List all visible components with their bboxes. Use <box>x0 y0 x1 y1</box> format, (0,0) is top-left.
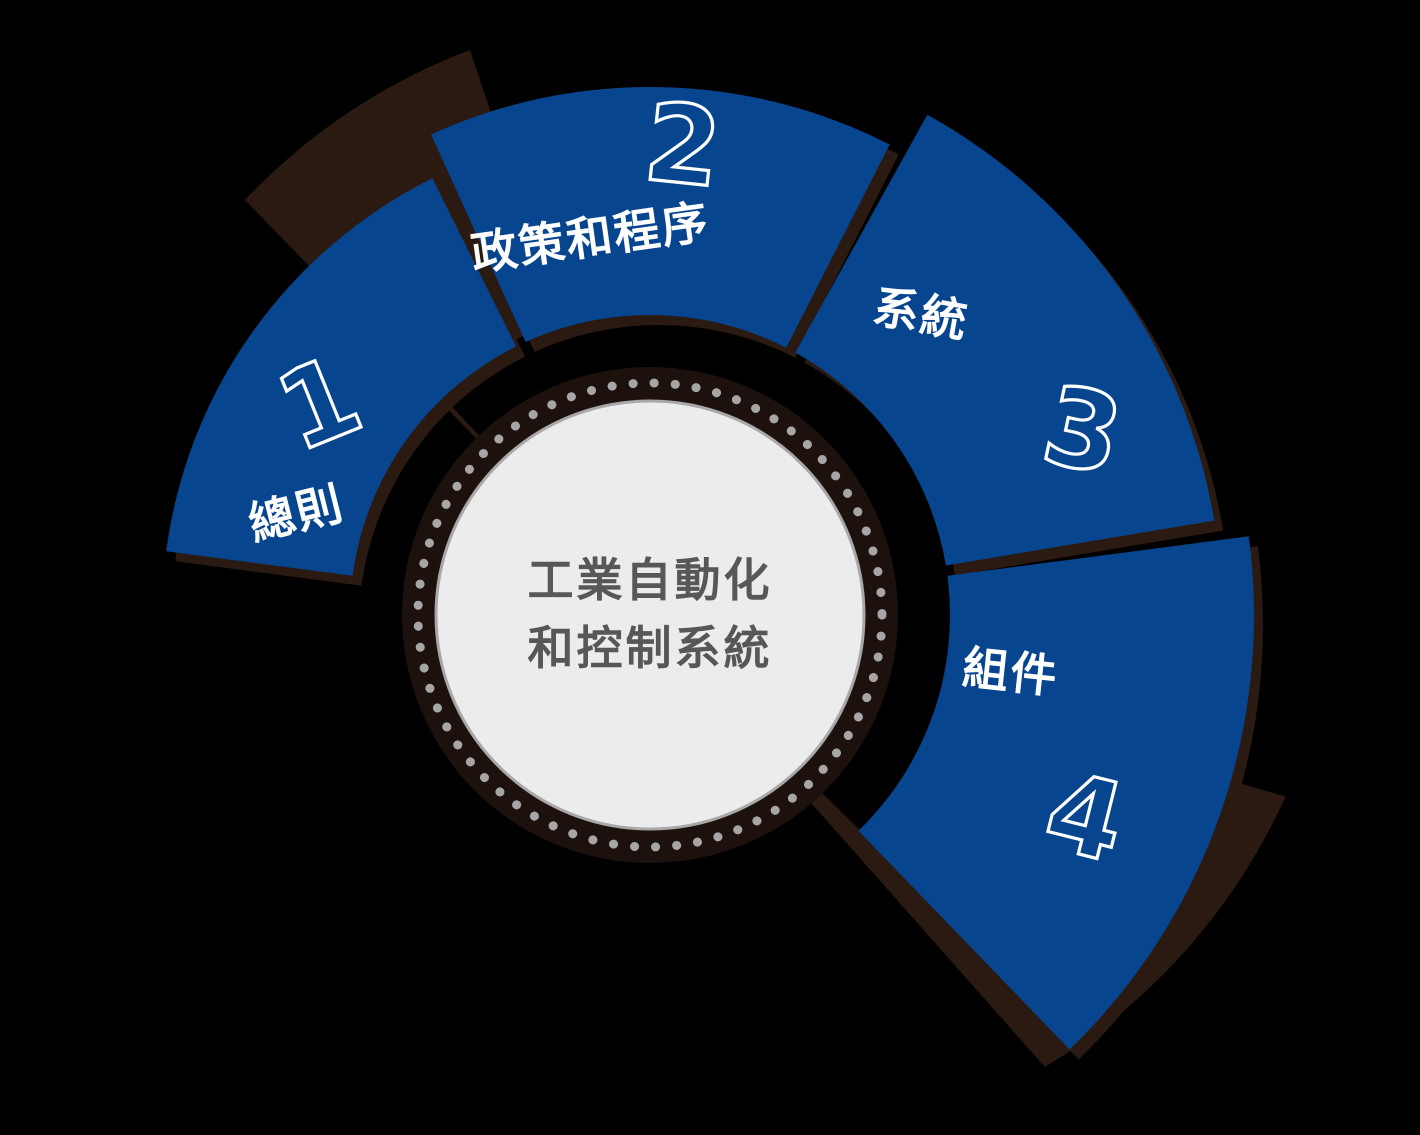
segment-1-surface <box>166 178 517 576</box>
segment-4-wedge <box>858 536 1254 1050</box>
hub-face <box>434 399 866 831</box>
segment-2[interactable]: 2 政策和程序 <box>431 78 899 358</box>
segment-4[interactable]: 4 組件 <box>858 536 1263 1060</box>
segment-3-wedge <box>795 114 1215 566</box>
segment-4-label: 組件 <box>960 640 1061 704</box>
hub-dotted-circle <box>413 378 887 852</box>
segment-3[interactable]: 3 系統 <box>795 114 1224 576</box>
hub-text-line-2: 和控制系統 <box>528 621 773 675</box>
segment-2-surface <box>431 86 890 348</box>
segment-1[interactable]: 1 總則 <box>166 178 526 586</box>
hub-group: 工業自動化 和控制系統 <box>402 367 898 863</box>
hub-text-line-1: 工業自動化 <box>528 553 773 607</box>
segment-2-number: 2 <box>639 80 727 212</box>
